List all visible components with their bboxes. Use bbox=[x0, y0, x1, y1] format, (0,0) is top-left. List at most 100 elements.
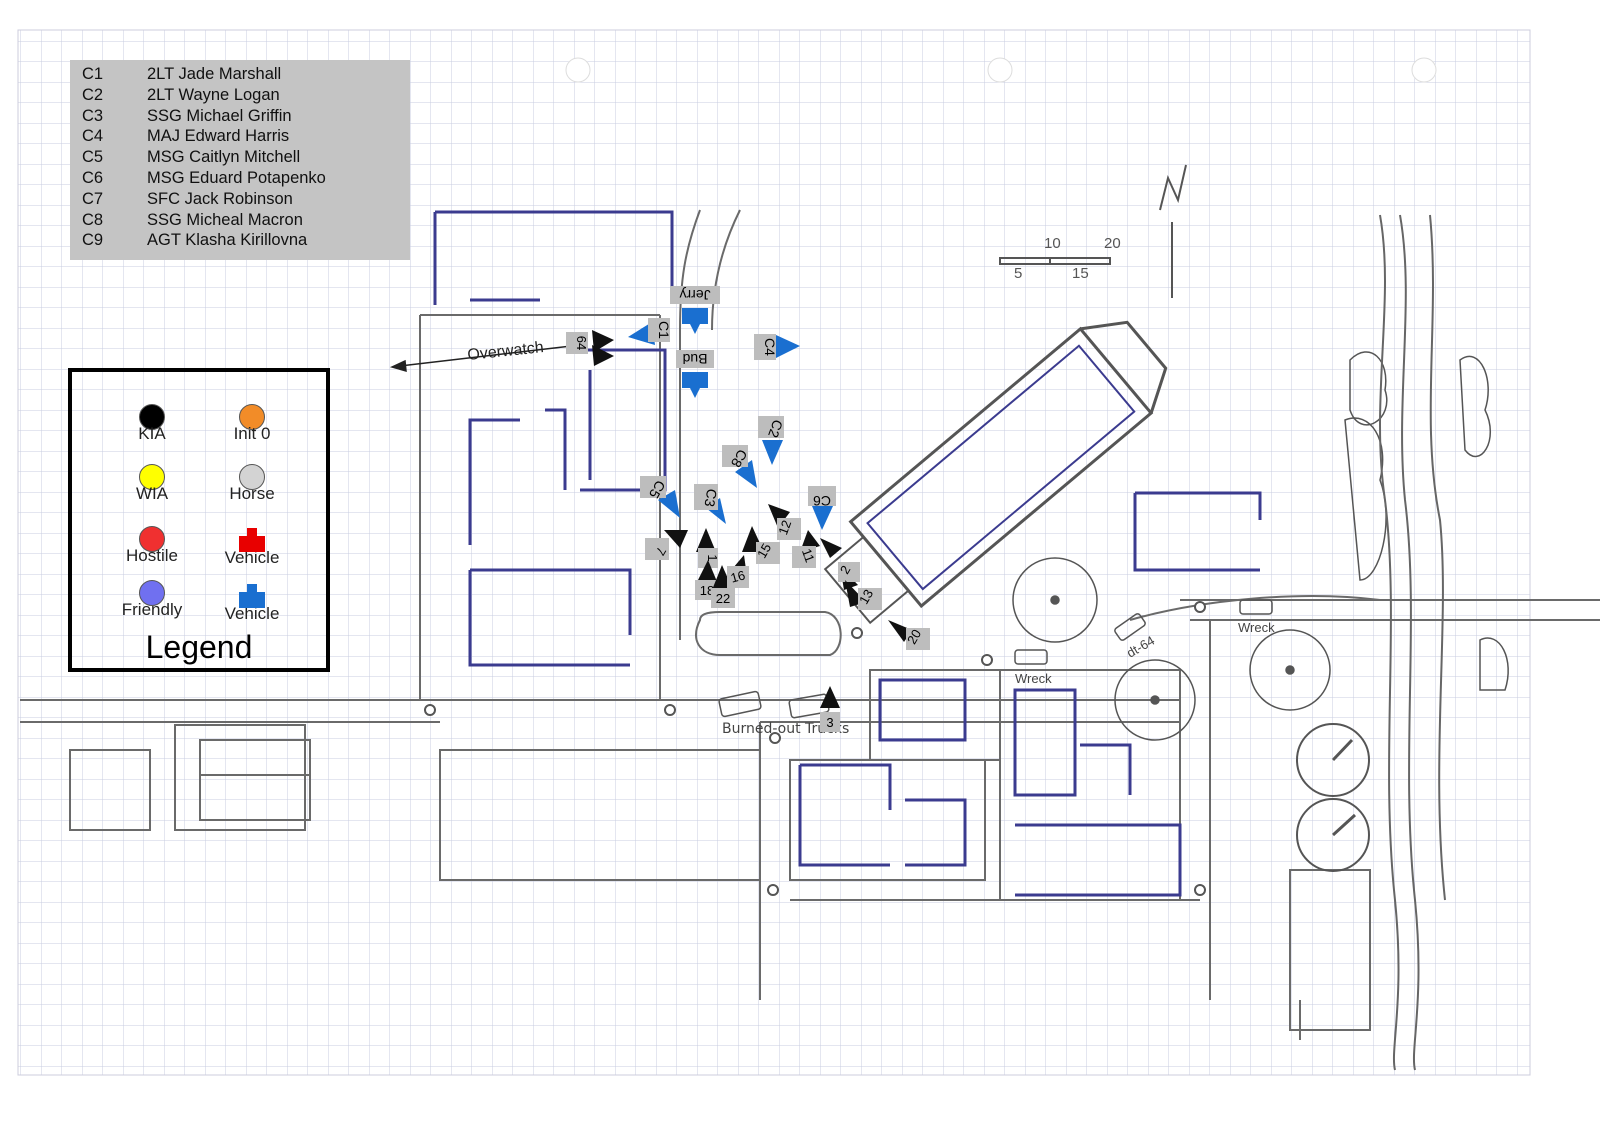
roster-name: SSG Micheal Macron bbox=[147, 210, 303, 229]
roster-name: 2LT Jade Marshall bbox=[147, 65, 282, 83]
lamp-posts bbox=[424, 601, 1206, 896]
vehicle-icon bbox=[682, 308, 708, 334]
overwatch-arrow bbox=[389, 344, 581, 373]
binder-hole bbox=[987, 57, 1013, 83]
legend-friendly-vehicle: Vehicle bbox=[202, 582, 302, 624]
roster-row: C2 2LT Wayne Logan bbox=[82, 85, 398, 106]
init-0-circle-icon bbox=[239, 404, 265, 430]
legend-wia: WIA bbox=[102, 464, 202, 504]
svg-text:15: 15 bbox=[754, 541, 774, 561]
roster-name: MAJ Edward Harris bbox=[147, 127, 290, 146]
friendly-token-c5: C5 bbox=[640, 476, 680, 518]
friendly-token-c8: C8 bbox=[722, 445, 757, 488]
friendly-token-c2: C2 bbox=[758, 416, 786, 465]
legend-friendly: Friendly bbox=[102, 580, 202, 620]
roster-row: C8 SSG Micheal Macron bbox=[82, 210, 398, 231]
svg-text:20: 20 bbox=[904, 627, 924, 647]
binder-hole bbox=[565, 57, 591, 83]
roster-name: MSG Eduard Potapenko bbox=[147, 168, 326, 187]
roster-row: C6 MSG Eduard Potapenko bbox=[82, 168, 398, 189]
legend-kia: KIA bbox=[102, 404, 202, 444]
bud-label: Bud bbox=[676, 350, 714, 368]
svg-text:C2: C2 bbox=[765, 418, 786, 440]
friendly-circle-icon bbox=[139, 580, 165, 606]
wreck-label: Wreck bbox=[1238, 620, 1275, 635]
trees bbox=[1012, 351, 1509, 741]
roster-row: C4 MAJ Edward Harris bbox=[82, 126, 398, 147]
jerry-label: Jerry bbox=[670, 286, 720, 304]
roster-code: C8 bbox=[82, 210, 104, 229]
svg-text:C5: C5 bbox=[646, 478, 669, 502]
scale-label-10: 10 bbox=[1044, 235, 1061, 252]
svg-text:18: 18 bbox=[700, 583, 714, 598]
hostile-token-20: 20 bbox=[888, 620, 930, 650]
roster-name: AGT Klasha Kirillovna bbox=[147, 231, 308, 250]
svg-text:3: 3 bbox=[826, 715, 833, 730]
wia-circle-icon bbox=[139, 464, 165, 490]
friendly-token-c4: C4 bbox=[754, 334, 800, 360]
roster-code: C6 bbox=[82, 168, 104, 187]
legend-hostile: Hostile bbox=[102, 526, 202, 566]
roster-code: C2 bbox=[82, 85, 104, 104]
legend-label: Friendly bbox=[121, 600, 183, 619]
svg-text:C6: C6 bbox=[813, 493, 831, 509]
svg-text:1: 1 bbox=[705, 554, 720, 561]
vehicle-icon bbox=[682, 372, 708, 398]
legend-label: Vehicle bbox=[224, 548, 280, 567]
river bbox=[1379, 214, 1446, 1071]
svg-text:Jerry: Jerry bbox=[679, 287, 710, 303]
roster-name: 2LT Wayne Logan bbox=[147, 85, 280, 104]
north-arrow-icon bbox=[1159, 164, 1187, 298]
map-legend: KIA Init 0 WIA Horse Hostile Vehicle Fri… bbox=[68, 368, 330, 672]
svg-text:13: 13 bbox=[856, 587, 876, 607]
wreck-label: Wreck bbox=[1015, 671, 1052, 686]
hostile-token-16: 16 bbox=[727, 555, 749, 588]
scale-label-20: 20 bbox=[1104, 235, 1121, 252]
hostile-token-13: 13 bbox=[845, 580, 882, 610]
roster-code: C3 bbox=[82, 106, 104, 125]
church-building bbox=[823, 320, 1168, 625]
friendly-vehicle-icon bbox=[237, 582, 267, 608]
hostile-vehicle-icon bbox=[237, 526, 267, 552]
legend-label: KIA bbox=[138, 424, 166, 443]
hostile-circle-icon bbox=[139, 526, 165, 552]
roster-name: MSG Caitlyn Mitchell bbox=[147, 148, 301, 167]
legend-init-0: Init 0 bbox=[202, 404, 302, 444]
scale-label-5: 5 bbox=[1014, 265, 1022, 282]
roster-row: C9 AGT Klasha Kirillovna bbox=[82, 230, 398, 251]
friendly-token-c3: C3 bbox=[694, 484, 726, 524]
legend-label: Horse bbox=[229, 484, 275, 503]
scale-label-15: 15 bbox=[1072, 265, 1089, 282]
svg-text:11: 11 bbox=[799, 547, 818, 565]
legend-hostile-vehicle: Vehicle bbox=[202, 526, 302, 568]
legend-label: Hostile bbox=[126, 546, 178, 565]
legend-title: Legend bbox=[145, 629, 253, 665]
hostile-token-3: 3 bbox=[820, 686, 840, 732]
roster-code: C9 bbox=[82, 231, 104, 250]
svg-text:Bud: Bud bbox=[683, 351, 708, 367]
horse-circle-icon bbox=[239, 464, 265, 490]
roster-code: C4 bbox=[82, 127, 104, 146]
roster-name: SFC Jack Robinson bbox=[147, 189, 293, 208]
svg-text:12: 12 bbox=[775, 518, 794, 537]
svg-text:C1: C1 bbox=[656, 321, 672, 339]
friendly-token-c6: C6 bbox=[808, 486, 836, 530]
paper-border bbox=[17, 29, 1531, 1076]
roster-name: SSG Michael Griffin bbox=[147, 106, 292, 125]
round-tanks bbox=[1296, 723, 1370, 872]
hostile-token-1: 1 bbox=[696, 528, 720, 568]
legend-label: Init 0 bbox=[233, 424, 271, 443]
roster-row: C3 SSG Michael Griffin bbox=[82, 106, 398, 127]
svg-text:64: 64 bbox=[574, 336, 589, 350]
burned-out-trucks-label: Burned-out Trucks bbox=[722, 721, 849, 737]
roster-code: C7 bbox=[82, 189, 104, 208]
friendly-token-c1: C1 bbox=[628, 318, 672, 345]
roster-code: C1 bbox=[82, 65, 104, 83]
hostile-token-64: 64 bbox=[566, 330, 614, 366]
legend-label: WIA bbox=[135, 484, 169, 503]
hostile-token-11: 11 bbox=[792, 530, 820, 568]
buildings bbox=[433, 210, 1262, 897]
svg-text:C3: C3 bbox=[701, 488, 720, 509]
